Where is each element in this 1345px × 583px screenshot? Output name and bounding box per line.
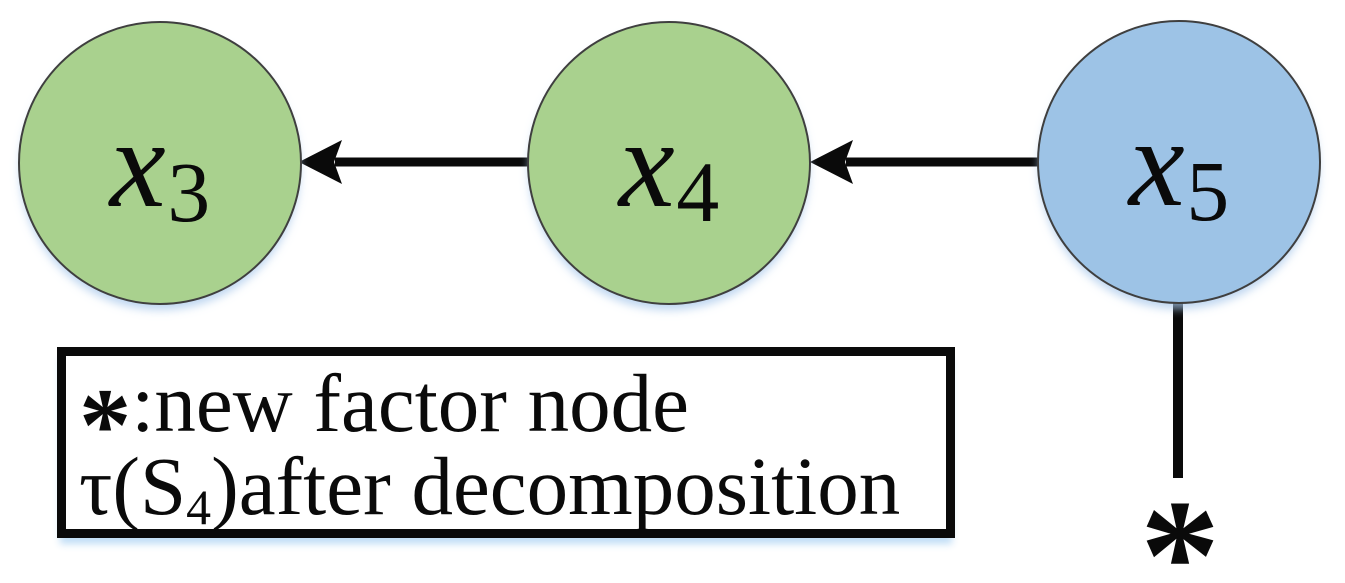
legend-line-2-subscript: 4 xyxy=(186,479,212,535)
new-factor-node-asterisk: * xyxy=(1140,466,1220,583)
legend-line-1-text: :new factor node xyxy=(131,357,689,449)
node-label-x3: x3 xyxy=(109,95,211,240)
legend-line-2-prefix: τ(S xyxy=(79,440,187,532)
edge-arrow-x4-to-x3 xyxy=(299,140,529,184)
node-label-x4: x4 xyxy=(618,95,720,240)
variable-node-x4: x4 xyxy=(527,21,811,305)
edge-arrow-x5-to-x4 xyxy=(810,140,1040,184)
legend-line-2-suffix: )after decomposition xyxy=(211,440,901,532)
node-label-x5: x5 xyxy=(1128,94,1230,239)
legend-line-2: τ(S4)after decomposition xyxy=(79,445,946,533)
arrowhead-left-icon xyxy=(810,140,853,184)
asterisk-symbol: * xyxy=(79,367,132,484)
variable-node-x3: x3 xyxy=(18,21,302,305)
arrowhead-left-icon xyxy=(299,140,342,184)
legend-box: *:new factor node τ(S4)after decompositi… xyxy=(57,347,955,538)
legend-line-1: *:new factor node xyxy=(79,362,946,478)
variable-node-x5: x5 xyxy=(1037,20,1321,304)
